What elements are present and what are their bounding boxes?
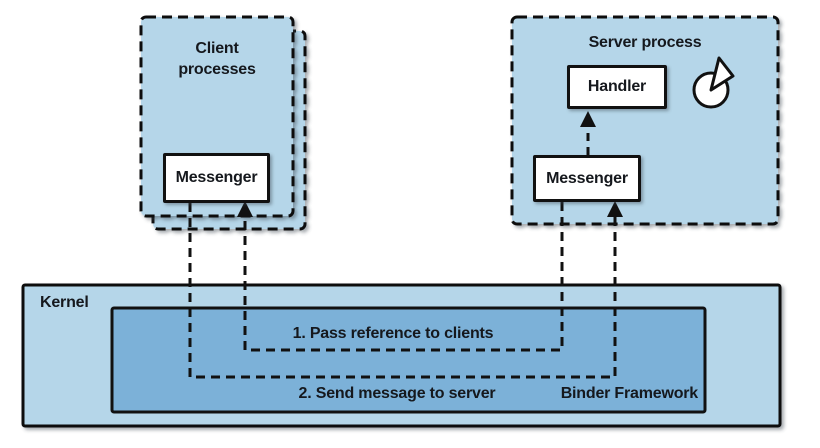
handler-label: Handler (587, 78, 647, 95)
flow1-label: 1. Pass reference to clients (292, 325, 494, 342)
flow1-pass-reference-line (243, 202, 564, 352)
client-messenger-box: Messenger (163, 153, 270, 203)
server-process-title: Server process (588, 34, 702, 51)
looper-clock-icon (692, 56, 735, 109)
kernel-label: Kernel (40, 294, 89, 311)
server-messenger-label: Messenger (546, 169, 628, 187)
flow2-arrowhead-icon (607, 201, 623, 217)
messenger-to-handler-arrowhead-icon (580, 111, 596, 127)
flow2-label: 2. Send message to server (298, 385, 496, 402)
client-messenger-label: Messenger (175, 169, 258, 186)
binder-framework-label: Binder Framework (560, 385, 698, 402)
binder-framework-box (110, 306, 707, 414)
flow1-arrowhead-icon (237, 201, 253, 217)
client-processes-title: Client processes (178, 40, 256, 78)
server-messenger-box: Messenger (533, 155, 641, 202)
handler-box: Handler (567, 65, 667, 109)
flow2-send-message-line (188, 203, 617, 379)
